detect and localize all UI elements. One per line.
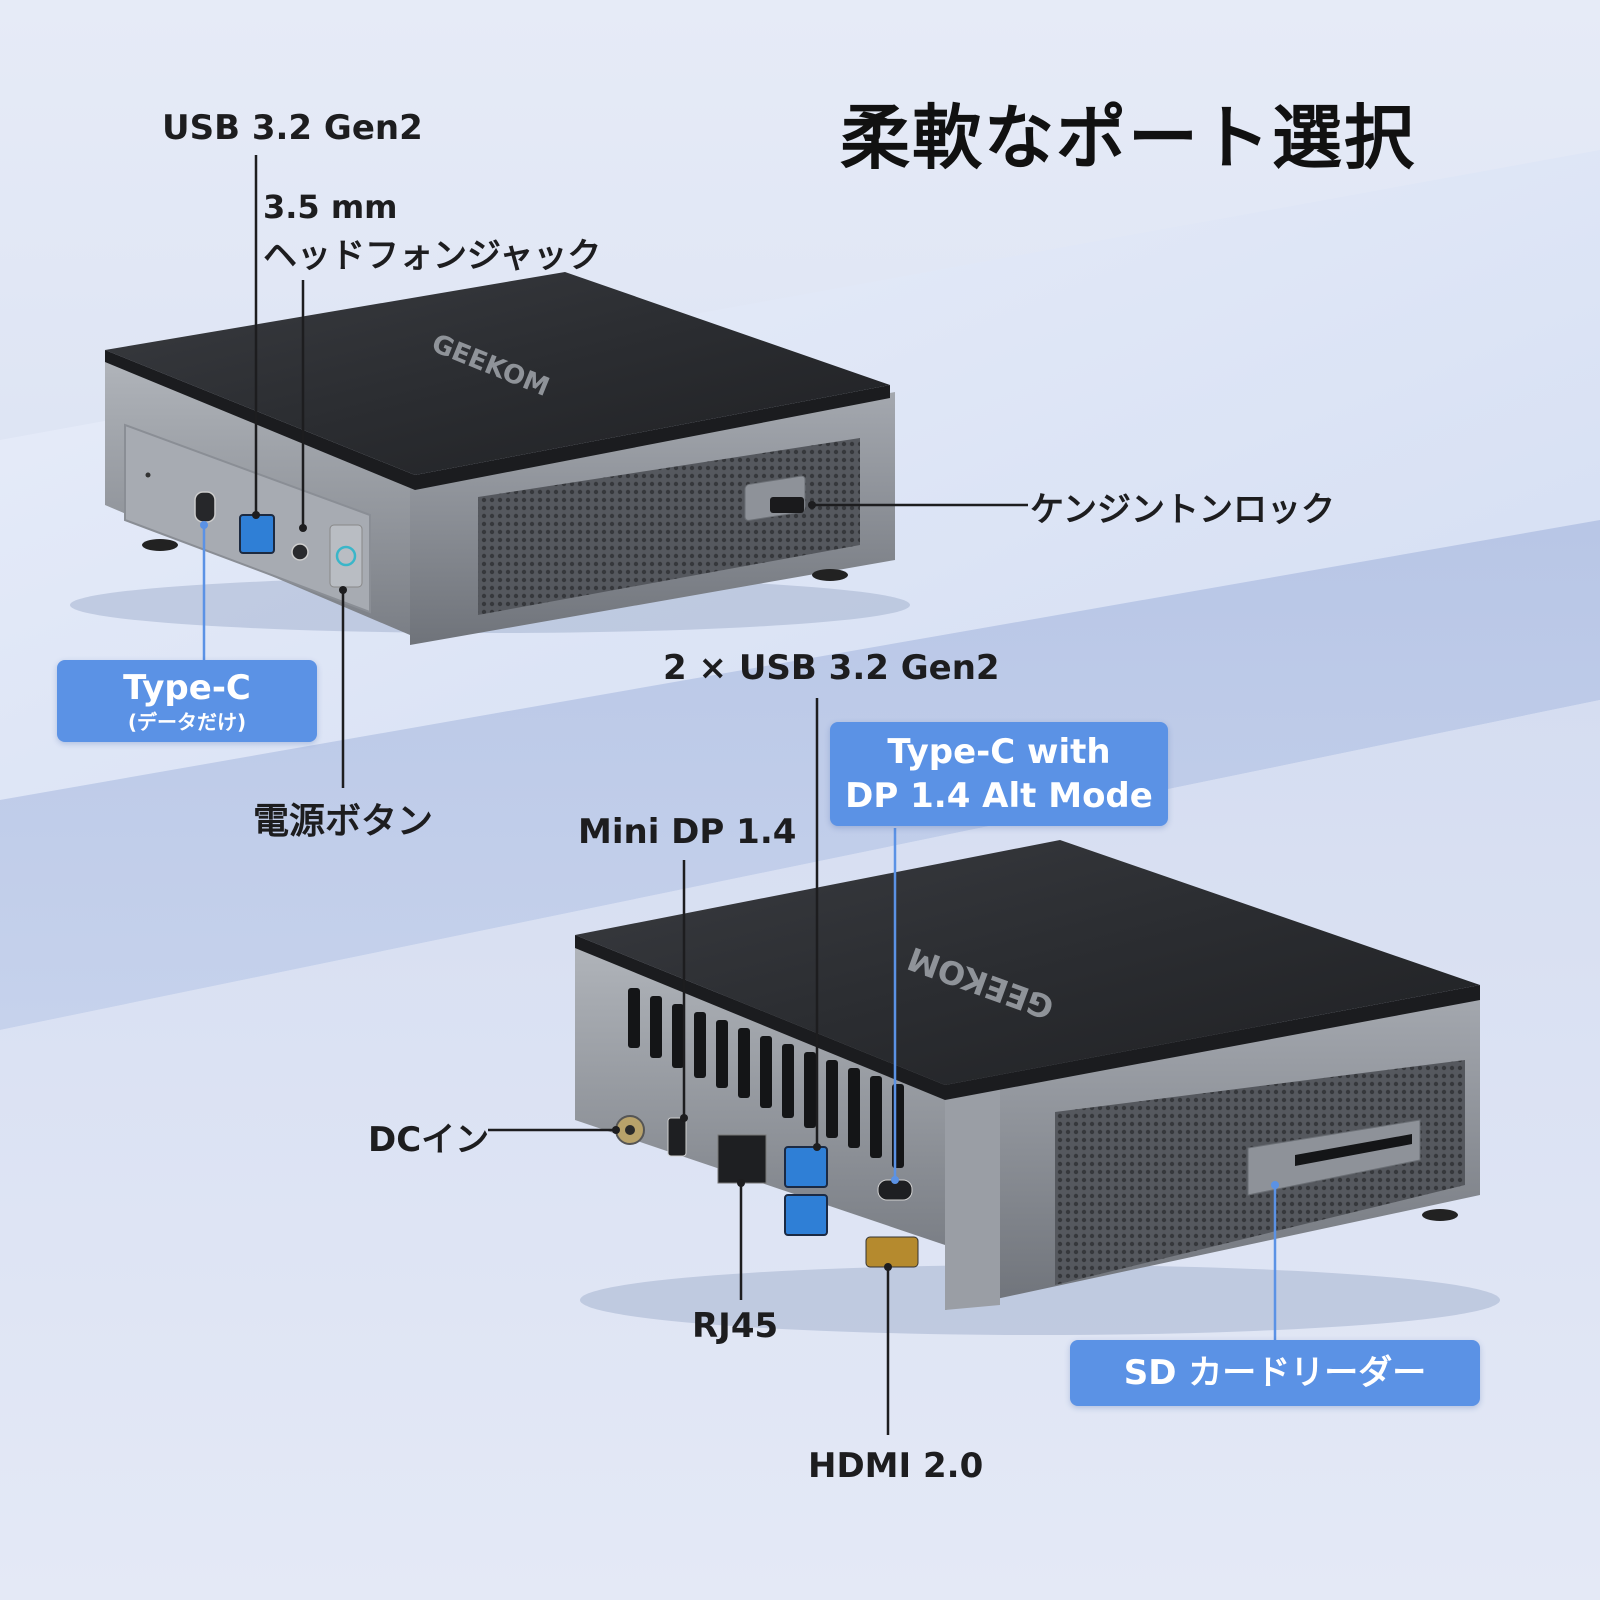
mini-dp-port	[667, 1117, 687, 1157]
ledge-front	[0, 520, 1600, 1030]
upper-top-lid	[105, 272, 890, 475]
label-usb-rear: 2 × USB 3.2 Gen2	[663, 648, 1000, 688]
lower-top-lid	[575, 840, 1480, 1085]
upper-usb-port	[239, 514, 275, 554]
upper-led	[145, 472, 151, 478]
rear-usb-port-1	[784, 1146, 828, 1188]
label-typec-rear-line1: Type-C with	[887, 732, 1111, 772]
label-rj45: RJ45	[692, 1306, 779, 1346]
label-mini-dp: Mini DP 1.4	[578, 812, 797, 852]
label-typec-rear: Type-C with DP 1.4 Alt Mode	[830, 722, 1168, 826]
label-sd-reader: SD カードリーダー	[1070, 1340, 1480, 1406]
upper-lid-edge-side	[415, 385, 890, 490]
power-icon	[335, 545, 357, 567]
dc-in-pin	[625, 1125, 635, 1135]
upper-typec-port	[194, 491, 216, 523]
label-power-button: 電源ボタン	[253, 801, 434, 842]
lower-lid-edge-back	[575, 935, 945, 1100]
leader-dots	[252, 501, 892, 1271]
label-headphone-size: 3.5 mm	[263, 188, 398, 226]
upper-foot	[812, 569, 848, 581]
page-title: 柔軟なポート選択	[840, 97, 1416, 179]
label-typec-front-title: Type-C	[123, 668, 251, 708]
hdmi-port	[865, 1236, 919, 1268]
label-hdmi: HDMI 2.0	[808, 1446, 984, 1486]
lower-mini-pc: GEEKOM	[575, 840, 1500, 1335]
sd-card-slot	[1295, 1134, 1412, 1166]
label-dc-in: DCイン	[368, 1120, 490, 1160]
lower-foot	[1422, 1209, 1458, 1221]
leader-lines-blue	[202, 525, 1277, 1340]
label-typec-front: Type-C (データだけ)	[57, 660, 317, 742]
label-typec-front-sub: (データだけ)	[127, 710, 247, 734]
upper-mini-pc: GEEKOM	[70, 272, 910, 645]
upper-power-button	[329, 524, 363, 588]
lower-lid-edge-side	[945, 985, 1480, 1100]
upper-audio-jack	[291, 543, 309, 561]
rear-vent-fins	[628, 988, 904, 1168]
lower-shadow	[580, 1265, 1500, 1335]
label-typec-rear-line2: DP 1.4 Alt Mode	[845, 776, 1153, 816]
upper-foot	[142, 539, 178, 551]
lower-corner	[945, 1062, 1000, 1310]
rj45-port	[717, 1134, 767, 1184]
label-usb-front: USB 3.2 Gen2	[162, 108, 423, 148]
label-kensington: ケンジントンロック	[1030, 490, 1335, 530]
kensington-hole	[770, 497, 804, 513]
leader-lines	[254, 155, 1028, 1435]
upper-lid-edge-front	[105, 350, 415, 490]
rear-usb-port-2	[784, 1194, 828, 1236]
leader-dots-blue	[200, 521, 1279, 1189]
label-headphone-jack: ヘッドフォンジャック	[263, 236, 602, 276]
